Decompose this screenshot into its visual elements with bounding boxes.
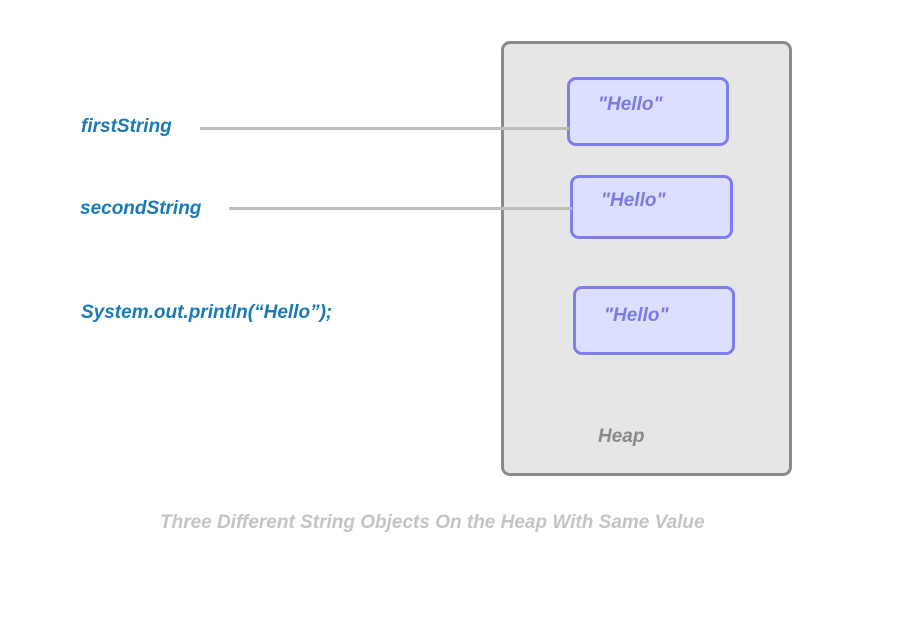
- reference-first-string: firstString: [81, 116, 172, 137]
- string-object-2: "Hello": [570, 175, 733, 239]
- string-object-3: "Hello": [573, 286, 735, 355]
- object-value: "Hello": [598, 94, 663, 115]
- heap-label: Heap: [598, 426, 645, 447]
- connector-first: [200, 127, 569, 130]
- object-value: "Hello": [601, 190, 666, 211]
- caption: Three Different String Objects On the He…: [160, 512, 705, 533]
- object-value: "Hello": [604, 305, 669, 326]
- println-statement: System.out.println(“Hello”);: [81, 302, 333, 323]
- string-object-1: "Hello": [567, 77, 729, 146]
- connector-second: [229, 207, 572, 210]
- reference-second-string: secondString: [80, 198, 202, 219]
